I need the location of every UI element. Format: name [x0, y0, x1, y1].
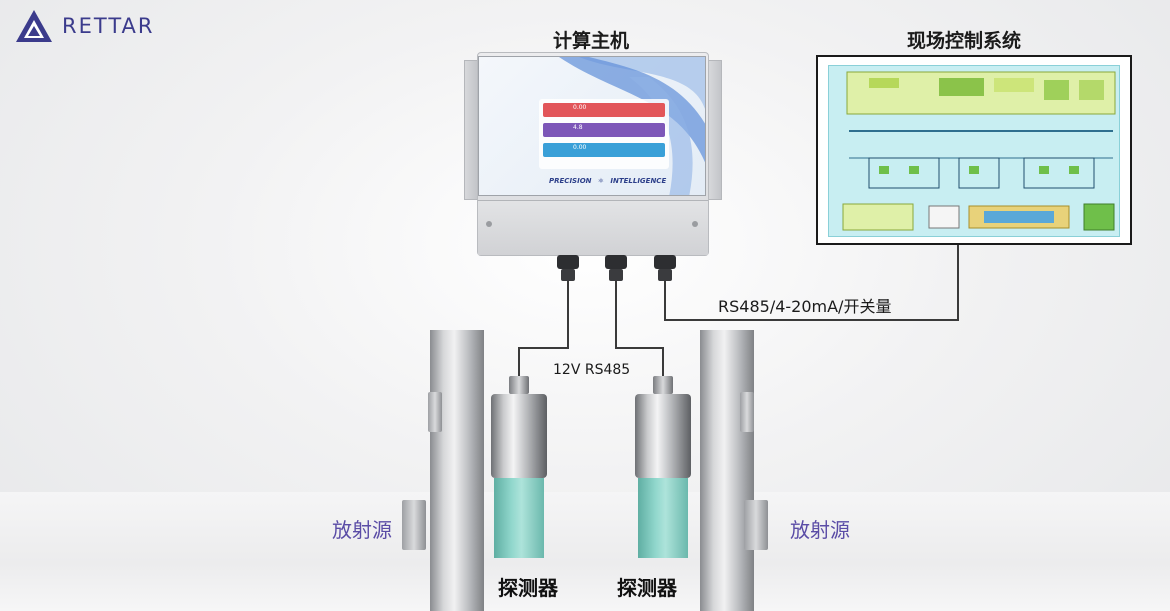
readout-row-3: 0.00 [543, 143, 665, 157]
field-system-schematic [828, 65, 1120, 237]
host-right-flange [708, 60, 722, 200]
field-control-panel [816, 55, 1132, 245]
readout-value-3: 0.00 [573, 144, 587, 151]
left-source-holder [402, 500, 426, 550]
detector-right-connector [653, 376, 673, 394]
host-display: 0.00 4.8 0.00 PRECISION ⚛ INTELLIGENCE [478, 56, 706, 196]
host-computer: 0.00 4.8 0.00 PRECISION ⚛ INTELLIGENCE [464, 52, 722, 256]
sensor-link-label: 12V RS485 [553, 362, 631, 378]
right-bracket-upper [740, 392, 754, 432]
detector-left-housing [491, 394, 547, 478]
field-system-title: 现场控制系统 [907, 30, 1022, 52]
detector-right-crystal [638, 478, 688, 558]
cable-gland-icon [605, 255, 627, 281]
schematic-graphic [842, 71, 1116, 231]
brand-logo: RETTAR [14, 6, 154, 46]
brand-name: RETTAR [62, 14, 155, 38]
wire-left-sensor [518, 280, 569, 376]
left-bracket-upper [428, 392, 442, 432]
readout-value-2: 4.8 [573, 124, 583, 131]
brand-line-right: INTELLIGENCE [610, 177, 667, 185]
brand-line-left: PRECISION [549, 177, 592, 185]
detector-label-left: 探测器 [498, 576, 558, 600]
readout-row-1: 0.00 [543, 103, 665, 117]
detector-right [635, 376, 691, 566]
screw-left [486, 221, 492, 227]
atom-icon: ⚛ [597, 177, 605, 185]
detector-label-right: 探测器 [617, 576, 677, 600]
left-pipe [430, 330, 484, 611]
screen-swirl-graphic [559, 57, 705, 195]
readout-value-1: 0.00 [573, 104, 587, 111]
source-label-right: 放射源 [790, 518, 850, 542]
host-title: 计算主机 [553, 30, 630, 52]
readout-panel: 0.00 4.8 0.00 [539, 99, 669, 169]
wire-right-sensor [615, 280, 664, 376]
right-source-holder [744, 500, 768, 550]
readout-row-2: 4.8 [543, 123, 665, 137]
cable-gland-icon [557, 255, 579, 281]
screen-brand-line: PRECISION ⚛ INTELLIGENCE [549, 177, 666, 185]
floor-background [0, 492, 1170, 611]
cable-gland-icon [654, 255, 676, 281]
right-pipe [700, 330, 754, 611]
detector-left-connector [509, 376, 529, 394]
detector-right-housing [635, 394, 691, 478]
host-left-flange [464, 60, 478, 200]
source-label-left: 放射源 [332, 518, 392, 542]
rettar-logo-icon [16, 10, 52, 42]
host-terminal-cover [478, 200, 708, 255]
screw-right [692, 221, 698, 227]
detector-left [491, 376, 547, 566]
field-link-label: RS485/4-20mA/开关量 [718, 297, 892, 316]
wire-field-link [664, 245, 959, 321]
detector-left-crystal [494, 478, 544, 558]
